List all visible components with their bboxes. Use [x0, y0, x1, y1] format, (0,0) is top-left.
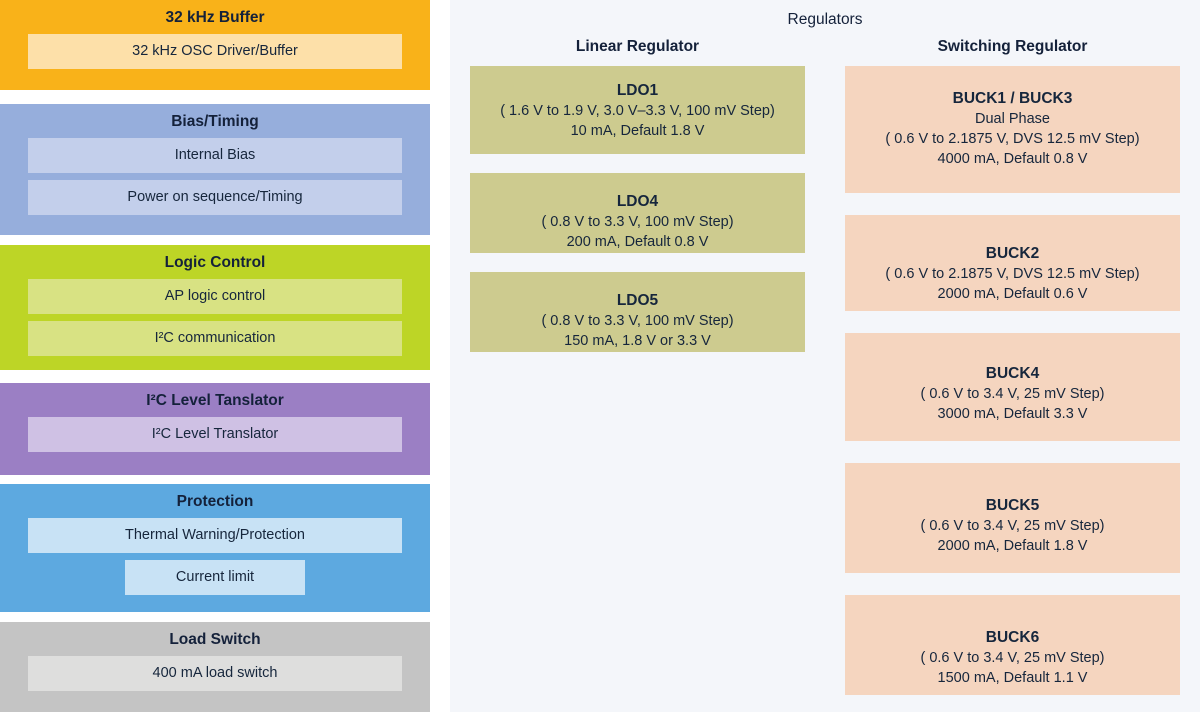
regulator-card-buck2: BUCK2 ( 0.6 V to 2.1875 V, DVS 12.5 mV S… [845, 215, 1180, 311]
regulator-spec-line: ( 0.6 V to 2.1875 V, DVS 12.5 mV Step) [885, 131, 1140, 147]
linear-card-list: LDO1 ( 1.6 V to 1.9 V, 3.0 V–3.3 V, 100 … [470, 66, 805, 371]
regulator-name: BUCK4 [985, 365, 1040, 382]
regulator-spec-line: ( 0.6 V to 3.4 V, 25 mV Step) [920, 518, 1105, 534]
block-32khz-buffer: 32 kHz Buffer 32 kHz OSC Driver/Buffer [0, 0, 430, 90]
regulator-spec-line: 2000 mA, Default 1.8 V [937, 538, 1088, 554]
regulator-name: BUCK1 / BUCK3 [952, 90, 1073, 107]
regulator-spec-line: ( 0.8 V to 3.3 V, 100 mV Step) [541, 214, 734, 230]
block-item-list: 32 kHz OSC Driver/Buffer [0, 34, 430, 69]
regulator-name: BUCK2 [985, 245, 1040, 262]
regulator-spec-line: Dual Phase [975, 111, 1050, 127]
regulator-spec-line: 2000 mA, Default 0.6 V [937, 286, 1088, 302]
block-item: Current limit [125, 560, 305, 595]
regulator-spec-line: 4000 mA, Default 0.8 V [937, 151, 1088, 167]
regulator-name: BUCK6 [985, 629, 1040, 646]
regulator-spec-line: 1500 mA, Default 1.1 V [937, 670, 1088, 686]
switching-card-list: BUCK1 / BUCK3 Dual Phase ( 0.6 V to 2.18… [845, 66, 1180, 717]
regulator-spec-line: ( 1.6 V to 1.9 V, 3.0 V–3.3 V, 100 mV St… [500, 103, 775, 119]
regulator-spec-line: ( 0.6 V to 3.4 V, 25 mV Step) [920, 386, 1105, 402]
block-item: 400 mA load switch [28, 656, 402, 691]
regulator-card-buck4: BUCK4 ( 0.6 V to 3.4 V, 25 mV Step) 3000… [845, 333, 1180, 441]
block-item-list: Internal Bias Power on sequence/Timing [0, 138, 430, 215]
block-title: Protection [176, 493, 254, 510]
block-title: 32 kHz Buffer [165, 9, 265, 26]
regulator-card-ldo5: LDO5 ( 0.8 V to 3.3 V, 100 mV Step) 150 … [470, 272, 805, 352]
block-item: I²C Level Translator [28, 417, 402, 452]
block-item: I²C communication [28, 321, 402, 356]
regulator-name: LDO1 [616, 82, 659, 99]
block-load-switch: Load Switch 400 mA load switch [0, 622, 430, 712]
regulator-card-ldo1: LDO1 ( 1.6 V to 1.9 V, 3.0 V–3.3 V, 100 … [470, 66, 805, 154]
block-item: Internal Bias [28, 138, 402, 173]
regulator-card-ldo4: LDO4 ( 0.8 V to 3.3 V, 100 mV Step) 200 … [470, 173, 805, 253]
regulator-card-buck6: BUCK6 ( 0.6 V to 3.4 V, 25 mV Step) 1500… [845, 595, 1180, 695]
regulator-spec-line: 3000 mA, Default 3.3 V [937, 406, 1088, 422]
block-title: Load Switch [169, 631, 261, 648]
column-title-switching: Switching Regulator [937, 38, 1088, 55]
block-item-list: Thermal Warning/Protection Current limit [0, 518, 430, 595]
block-protection: Protection Thermal Warning/Protection Cu… [0, 484, 430, 612]
panel-title: Regulators [787, 11, 863, 28]
regulator-spec-line: 150 mA, 1.8 V or 3.3 V [564, 333, 711, 349]
regulator-name: LDO4 [616, 193, 659, 210]
regulator-card-buck1-buck3: BUCK1 / BUCK3 Dual Phase ( 0.6 V to 2.18… [845, 66, 1180, 193]
regulators-panel: Regulators Linear Regulator LDO1 ( 1.6 V… [450, 0, 1200, 712]
switching-regulator-column: Switching Regulator BUCK1 / BUCK3 Dual P… [825, 36, 1180, 717]
regulator-card-buck5: BUCK5 ( 0.6 V to 3.4 V, 25 mV Step) 2000… [845, 463, 1180, 573]
regulator-name: BUCK5 [985, 497, 1040, 514]
column-title-linear: Linear Regulator [575, 38, 700, 55]
regulator-spec-line: ( 0.6 V to 2.1875 V, DVS 12.5 mV Step) [885, 266, 1140, 282]
block-item: Thermal Warning/Protection [28, 518, 402, 553]
block-item-list: AP logic control I²C communication [0, 279, 430, 356]
regulator-spec-line: 200 mA, Default 0.8 V [566, 234, 709, 250]
block-title: Bias/Timing [171, 113, 259, 130]
block-title: I²C Level Tanslator [146, 392, 284, 409]
block-logic-control: Logic Control AP logic control I²C commu… [0, 245, 430, 370]
linear-regulator-column: Linear Regulator LDO1 ( 1.6 V to 1.9 V, … [470, 36, 825, 717]
block-i2c-level-translator: I²C Level Tanslator I²C Level Translator [0, 383, 430, 475]
block-title: Logic Control [164, 254, 266, 271]
regulator-spec-line: ( 0.8 V to 3.3 V, 100 mV Step) [541, 313, 734, 329]
block-item-list: I²C Level Translator [0, 417, 430, 452]
regulator-name: LDO5 [616, 292, 659, 309]
block-item: Power on sequence/Timing [28, 180, 402, 215]
functional-blocks-column: 32 kHz Buffer 32 kHz OSC Driver/Buffer B… [0, 0, 430, 712]
block-item: 32 kHz OSC Driver/Buffer [28, 34, 402, 69]
regulator-spec-line: 10 mA, Default 1.8 V [570, 123, 705, 139]
block-item: AP logic control [28, 279, 402, 314]
regulator-spec-line: ( 0.6 V to 3.4 V, 25 mV Step) [920, 650, 1105, 666]
regulator-columns: Linear Regulator LDO1 ( 1.6 V to 1.9 V, … [450, 36, 1200, 717]
block-item-list: 400 mA load switch [0, 656, 430, 691]
block-bias-timing: Bias/Timing Internal Bias Power on seque… [0, 104, 430, 235]
